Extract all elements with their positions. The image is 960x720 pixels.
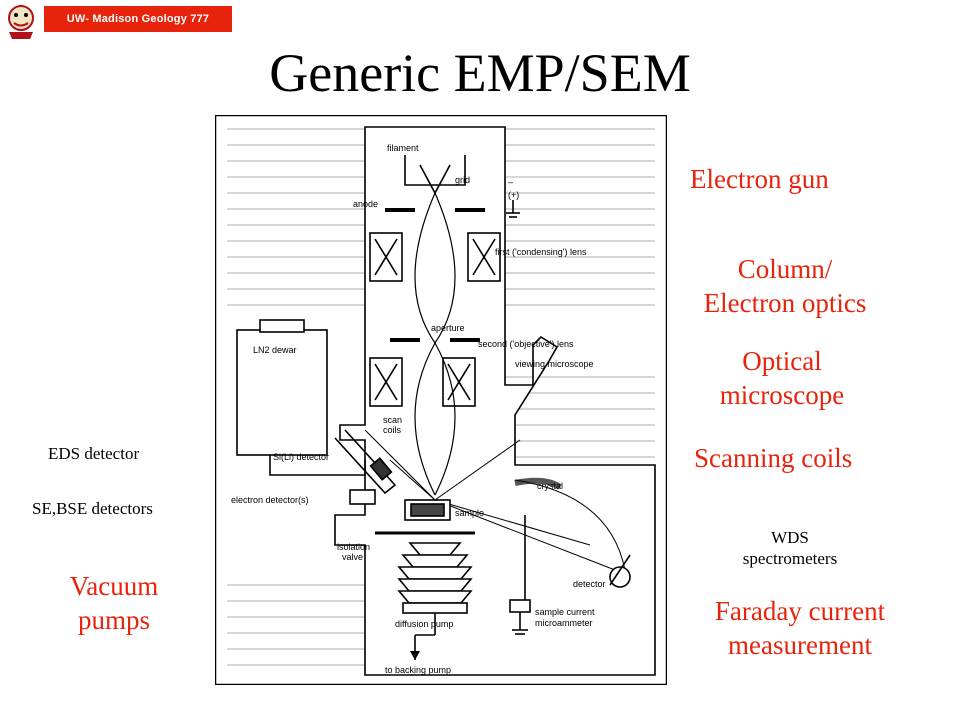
emp-sem-schematic: filament grid – (+) anode first ('conden… [215,115,667,685]
diagram-label-grid: grid [455,175,470,185]
course-badge: UW- Madison Geology 777 [44,6,232,32]
diagram-label-sample: sample [455,508,484,518]
diagram-label-isolation-2: valve [342,552,363,562]
diagram-label-scan-1: scan [383,415,402,425]
diagram-label-current-1: sample current [535,607,595,617]
diagram-label-ln2: LN2 dewar [253,345,297,355]
label-electron-gun: Electron gun [690,164,829,194]
label-scanning-coils: Scanning coils [694,443,853,473]
diagram-label-filament: filament [387,143,419,153]
diagram-label-second-lens: second ('objective') lens [478,339,574,349]
diffusion-pump [397,542,473,660]
diagram-label-aperture: aperture [431,323,465,333]
diagram-label-viewing: viewing microscope [515,359,594,369]
label-column-optics: Column/Electron optics [703,254,867,318]
diagram-label-backing: to backing pump [385,665,451,675]
wds-detector [609,566,631,588]
crystal [514,477,562,490]
diagram-label-plus: (+) [508,190,519,200]
diagram-label-isolation-1: isolation [337,542,370,552]
label-eds-detector: EDS detector [48,444,140,463]
microammeter [509,599,531,613]
diagram-label-crystal: crystal [537,481,563,491]
diagram-label-anode: anode [353,199,378,209]
diagram-label-first-lens: first ('condensing') lens [495,247,587,257]
diagram-label-scan-2: coils [383,425,402,435]
diagram-label-diffusion: diffusion pump [395,619,453,629]
ln2-dewar [236,329,328,456]
diagram-label-detector: detector [573,579,606,589]
label-se-bse-detectors: SE,BSE detectors [32,499,153,518]
diagram-label-electron-detector: electron detector(s) [231,495,309,505]
electron-detector [349,489,376,505]
slide-title: Generic EMP/SEM [269,43,691,103]
diagram-label-current-2: microammeter [535,618,593,628]
badger-mascot-icon [0,0,42,40]
diagram-label-sili: Si(Li) detector [273,452,329,462]
diagram-label-minus: – [508,177,513,187]
